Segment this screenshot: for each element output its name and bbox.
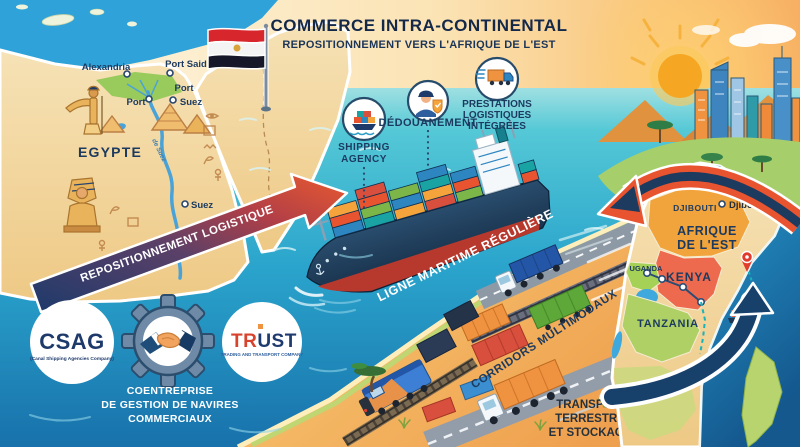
shipping-agency-line2: AGENCY: [341, 154, 387, 165]
label-egypte: EGYPTE: [78, 144, 142, 160]
seated-pharaoh-icon: [63, 177, 101, 233]
ocean-route-arrow: [600, 281, 775, 409]
clouds: [692, 24, 796, 47]
loose-container-red: [421, 396, 457, 423]
ship-funnel: [494, 126, 509, 144]
handshake-gear-icon: [121, 294, 215, 388]
anchor-icon: [315, 263, 325, 276]
label-tanzania: TANZANIA: [637, 318, 699, 330]
savanna-tree-icon: [351, 363, 386, 393]
egypt-city-markers: [123, 69, 189, 208]
trust-crane-glyph: [258, 324, 263, 329]
label-suez-upper: Suez: [180, 97, 202, 108]
container-red-stack: [471, 323, 529, 367]
logistics-line3: INTÉGRÉES: [468, 119, 526, 132]
island-crete: [41, 14, 75, 26]
label-alexandria: Alexandria: [82, 62, 131, 73]
shipping-agency-line1: SHIPPING: [338, 142, 390, 153]
lower-railway: [342, 357, 478, 447]
trust-subtitle: TRADING AND TRANSPORT COMPANY: [221, 352, 304, 357]
label-afrique: AFRIQUE: [677, 224, 737, 238]
svg-text:TRUST: TRUST: [231, 331, 297, 352]
label-djibouti-city: Djibouti: [729, 200, 764, 211]
water-ripples: [29, 254, 373, 434]
location-pin-icon: [740, 250, 754, 272]
page-title: COMMERCE INTRA-CONTINENTAL: [271, 16, 568, 35]
inland-route-line: [646, 272, 702, 303]
truck-orange-container: [477, 358, 568, 425]
caption-line3: COMMERCIAUX: [128, 413, 212, 425]
container-ship: [306, 120, 551, 293]
csag-logo: CSAG (Canal Shipping Agencies Company): [30, 300, 114, 384]
rail-wagon-green: [528, 284, 592, 331]
land-transport-line2: TERRESTRE: [555, 413, 625, 425]
label-uganda: UGANDA: [630, 264, 663, 273]
label-djibouti-country: DJIBOUTI: [673, 203, 717, 213]
csag-subtitle: (Canal Shipping Agencies Company): [30, 356, 114, 362]
ship-foam: [288, 224, 613, 307]
pyramids-icon: [98, 102, 212, 134]
truck-blue-container: [495, 244, 564, 297]
trust-name-suffix: UST: [257, 331, 297, 352]
label-port-upper: Port: [175, 83, 195, 94]
city-skyline: [694, 46, 800, 151]
ship-portholes: [325, 246, 347, 263]
label-port-west: Port: [127, 97, 147, 108]
logistics-line1: PRESTATIONS: [462, 99, 532, 110]
container-stacks: [326, 159, 540, 239]
dotted-connectors: [362, 129, 430, 214]
pharaoh-figure-icon: [65, 85, 103, 135]
madagascar-island: [741, 346, 783, 447]
hieroglyphs: [98, 113, 222, 251]
trust-name-prefix: TR: [231, 331, 257, 352]
region-tanzania: [621, 293, 701, 363]
logistics-icon: [474, 56, 520, 102]
ship-keel: [317, 215, 540, 292]
title-block: COMMERCE INTRA-CONTINENTAL REPOSITIONNEM…: [271, 16, 568, 51]
container-orange-stack: [459, 303, 511, 342]
caption-line1: COENTREPRISE: [127, 385, 213, 397]
csag-name: CSAG: [39, 329, 105, 354]
nile-delta: [96, 72, 182, 102]
land-transport-line3: ET STOCKAGE: [549, 427, 632, 439]
ship-superstructure: [471, 120, 521, 196]
loose-container-blue: [459, 374, 495, 401]
djibouti-marker: [718, 200, 726, 208]
label-de-lest: DE L'EST: [677, 238, 737, 252]
train-illustration: [358, 299, 480, 417]
caption-line2: DE GESTION DE NAVIRES: [101, 399, 238, 411]
egypt-flag-icon: [207, 23, 271, 112]
page-subtitle: REPOSITIONNEMENT VERS L'AFRIQUE DE L'EST: [282, 39, 555, 51]
lower-road-dashes: [427, 338, 689, 446]
logistics-line2: LOGISTIQUES: [463, 110, 532, 121]
partnership-block: CSAG (Canal Shipping Agencies Company): [29, 254, 373, 434]
flag-eagle-emblem: [233, 44, 241, 52]
customs-icon: [406, 79, 450, 123]
label-kenya: KENYA: [666, 270, 712, 284]
corridor-land-band: CORRIDORS MULTIMODAUX TRANSPORT TERRESTR…: [236, 206, 700, 447]
acacia-trees: [647, 120, 772, 172]
lake-tanganyika: [611, 331, 623, 359]
shipping-agency-icon: [341, 96, 387, 142]
trust-logo: TRUST TRADING AND TRANSPORT COMPANY: [221, 302, 304, 382]
egypt-map: Alexandria Port Said Port Suez Port Suez…: [0, 20, 352, 304]
mediterranean-sea: [0, 0, 278, 70]
service-icons: SHIPPING AGENCY DÉDOUANEMENT PRESTATIONS…: [338, 56, 532, 214]
red-arrow-to-ship: [596, 162, 800, 235]
coastal-dashed-route: [699, 301, 707, 355]
border-line: [261, 59, 271, 196]
label-port-said: Port Said: [165, 59, 207, 70]
customs-label: DÉDOUANEMENT: [379, 116, 478, 129]
route-waypoints: [642, 268, 705, 306]
label-suez-south: Suez: [191, 200, 213, 211]
